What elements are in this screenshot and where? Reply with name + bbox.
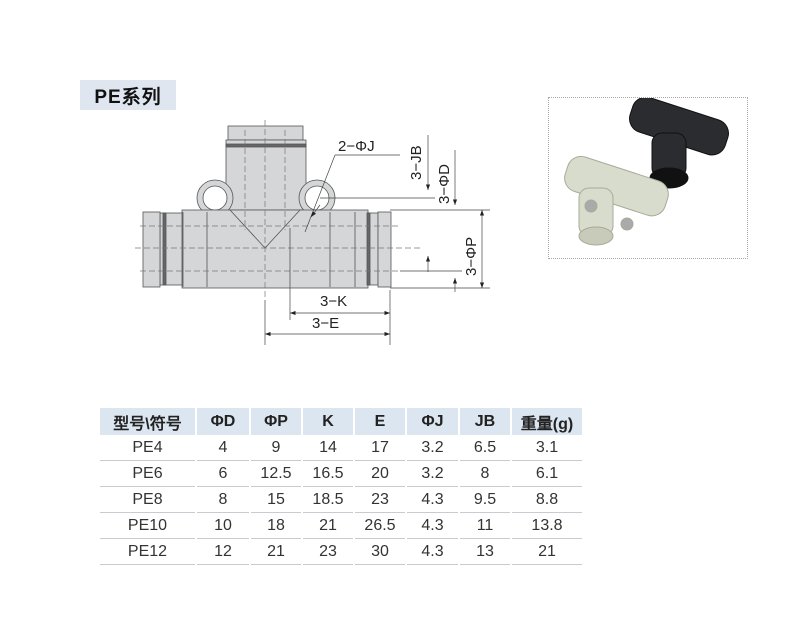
table-cell: 18 — [250, 512, 303, 539]
table-cell: 10 — [196, 512, 251, 539]
header-phi-d: ΦD — [196, 408, 251, 435]
table-cell: 15 — [250, 486, 303, 513]
table-cell: 9 — [250, 435, 303, 461]
fitting-outline — [142, 125, 392, 289]
table-cell: PE10 — [100, 512, 197, 539]
label-phi-d: 3−ΦD — [436, 164, 453, 204]
table-cell: 4.3 — [406, 512, 460, 539]
table-cell: PE12 — [100, 538, 197, 565]
table-cell: 13.8 — [511, 512, 584, 539]
table-cell: 8.8 — [511, 486, 584, 513]
table-header-row: 型号\符号 ΦD ΦP K E ΦJ JB 重量(g) — [100, 408, 584, 435]
table-cell: 13 — [459, 538, 512, 565]
label-e: 3−E — [312, 315, 339, 332]
table-cell: 14 — [302, 435, 355, 461]
table-cell: 21 — [302, 512, 355, 539]
table-cell: PE6 — [100, 460, 197, 487]
table-cell: 8 — [459, 460, 512, 487]
table-cell: 18.5 — [302, 486, 355, 513]
table-cell: PE8 — [100, 486, 197, 513]
header-k: K — [302, 408, 355, 435]
table-cell: 3.1 — [511, 435, 584, 461]
table-cell: 21 — [511, 538, 584, 565]
table-cell: 4 — [196, 435, 251, 461]
header-weight: 重量(g) — [511, 408, 584, 435]
product-photo — [548, 96, 748, 259]
label-jb: 3−JB — [408, 145, 425, 180]
table-cell: 17 — [354, 435, 407, 461]
label-k: 3−K — [320, 293, 347, 310]
table-cell: 8 — [196, 486, 251, 513]
table-cell: 30 — [354, 538, 407, 565]
table-cell: 23 — [354, 486, 407, 513]
header-phi-j: ΦJ — [406, 408, 460, 435]
header-model: 型号\符号 — [100, 408, 197, 435]
table-cell: 6 — [196, 460, 251, 487]
tee-fittings-image — [564, 96, 729, 246]
label-phi-p: 3−ΦP — [463, 237, 480, 276]
table-cell: 4.3 — [406, 538, 460, 565]
table-cell: 26.5 — [354, 512, 407, 539]
table-cell: 9.5 — [459, 486, 512, 513]
table-cell: 11 — [459, 512, 512, 539]
table-cell: 3.2 — [406, 460, 460, 487]
dimension-lines — [264, 135, 490, 345]
header-e: E — [354, 408, 407, 435]
label-phi-j: 2−ΦJ — [338, 138, 375, 155]
table-cell: 20 — [354, 460, 407, 487]
table-cell: 6.5 — [459, 435, 512, 461]
table-cell: 6.1 — [511, 460, 584, 487]
table-cell: 12 — [196, 538, 251, 565]
series-title-box: PE系列 — [80, 80, 176, 110]
table-cell: 4.3 — [406, 486, 460, 513]
header-jb: JB — [459, 408, 512, 435]
table-cell: 21 — [250, 538, 303, 565]
header-phi-p: ΦP — [250, 408, 303, 435]
table-cell: 3.2 — [406, 435, 460, 461]
table-cell: 23 — [302, 538, 355, 565]
series-title: PE系列 — [94, 86, 162, 108]
table-cell: PE4 — [100, 435, 197, 461]
table-cell: 12.5 — [250, 460, 303, 487]
table-cell: 16.5 — [302, 460, 355, 487]
center-lines — [135, 120, 420, 300]
